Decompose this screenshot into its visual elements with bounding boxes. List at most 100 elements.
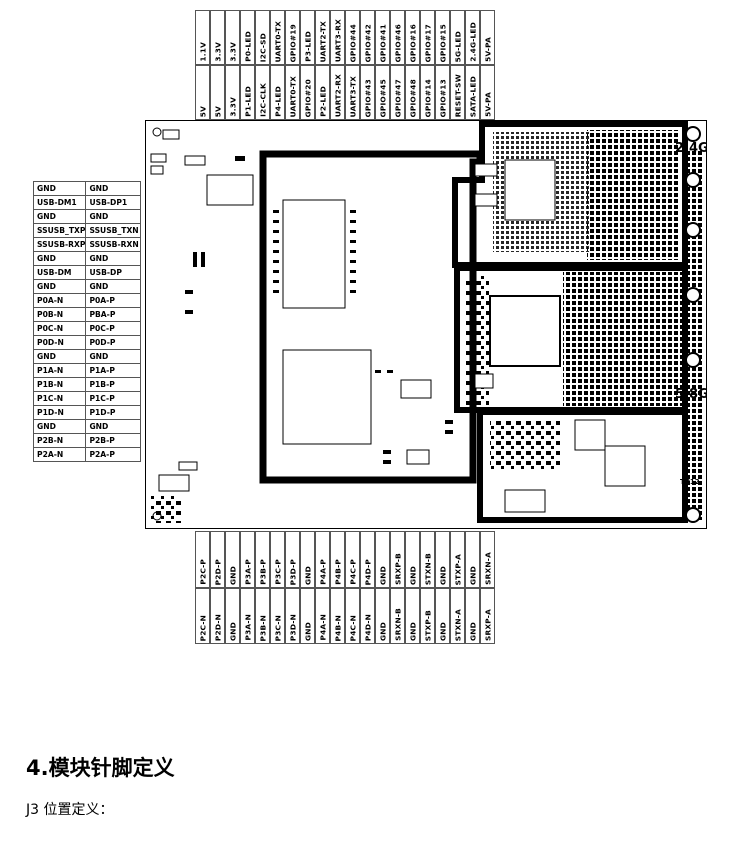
top-pin-label: 5V-PA	[483, 37, 492, 62]
bottom-pin-cell-upper: STXP-A	[450, 531, 465, 588]
top-pin-label: UART3-RX	[333, 18, 342, 62]
top-pin-label: GPIO#17	[423, 23, 432, 62]
left-pin-cell-even: P0D-P	[85, 335, 142, 350]
bottom-pin-label: GND	[438, 622, 447, 641]
top-pin-cell-upper: UART3-RX	[330, 10, 345, 65]
bottom-pin-cell-upper: STXN-B	[420, 531, 435, 588]
bottom-pin-label: SRXP-A	[483, 609, 492, 641]
bottom-pin-cell-lower: GND	[375, 588, 390, 644]
top-pin-label: P0-LED	[243, 31, 252, 62]
bottom-pin-cell-lower: STXN-A	[450, 588, 465, 644]
top-pin-label: 3.3V	[228, 97, 237, 117]
top-pin-cell-lower: GPIO#13	[435, 65, 450, 120]
top-pin-label: UART2-RX	[333, 73, 342, 117]
left-pin-cell-odd: P2A-N	[32, 447, 87, 462]
top-pin-label: GPIO#44	[348, 23, 357, 62]
top-pin-cell-lower: GPIO#43	[360, 65, 375, 120]
bottom-pin-label: P2C-P	[198, 559, 207, 585]
top-pin-cell-upper: UART2-TX	[315, 10, 330, 65]
top-pin-cell-upper: P0-LED	[240, 10, 255, 65]
bottom-pin-cell-upper: GND	[405, 531, 420, 588]
bottom-pin-label: SRXP-B	[393, 553, 402, 585]
bottom-pin-cell-upper: GND	[465, 531, 480, 588]
test-point-label: TP12	[680, 478, 700, 486]
left-pin-cell-odd: P0B-N	[32, 307, 87, 322]
top-pin-cell-lower: UART3-TX	[345, 65, 360, 120]
bottom-pin-cell-upper: GND	[375, 531, 390, 588]
bottom-pin-cell-lower: GND	[225, 588, 240, 644]
left-pin-cell-odd: GND	[32, 419, 87, 434]
left-pin-cell-odd: GND	[32, 251, 87, 266]
top-pin-label: GPIO#47	[393, 78, 402, 117]
top-pin-label: GPIO#48	[408, 78, 417, 117]
left-pin-cell-even: USB-DP1	[85, 195, 142, 210]
top-pin-label: 5V	[198, 105, 207, 117]
bottom-pin-cell-upper: P4A-P	[315, 531, 330, 588]
top-pin-cell-upper: GPIO#46	[390, 10, 405, 65]
top-pin-cell-upper: I2C-SD	[255, 10, 270, 65]
bottom-pin-cell-upper: P2D-P	[210, 531, 225, 588]
bottom-pin-cell-upper: GND	[300, 531, 315, 588]
top-pin-cell-lower: 5V-PA	[480, 65, 495, 120]
top-pin-cell-lower: 5V	[210, 65, 225, 120]
top-pin-label: GPIO#15	[438, 23, 447, 62]
top-pin-label: I2C-CLK	[258, 83, 267, 117]
top-pin-cell-lower: GPIO#14	[420, 65, 435, 120]
bottom-pin-cell-lower: P3C-N	[270, 588, 285, 644]
top-pin-cell-lower: GPIO#20	[300, 65, 315, 120]
bottom-pin-label: GND	[468, 566, 477, 585]
top-pin-label: GPIO#14	[423, 78, 432, 117]
top-pin-cell-lower: GPIO#48	[405, 65, 420, 120]
top-pin-cell-lower: UART2-RX	[330, 65, 345, 120]
bottom-pin-cell-upper: P3A-P	[240, 531, 255, 588]
left-pin-cell-even: USB-DP	[85, 265, 142, 280]
top-pin-label: GPIO#16	[408, 23, 417, 62]
bottom-pin-label: GND	[378, 622, 387, 641]
top-pin-cell-upper: GPIO#17	[420, 10, 435, 65]
top-pin-label: GPIO#45	[378, 78, 387, 117]
top-pin-label: 3.3V	[213, 42, 222, 62]
top-pin-cell-lower: 5V	[195, 65, 210, 120]
top-pin-label: P3-LED	[303, 31, 312, 62]
bottom-pin-label: P4C-P	[348, 559, 357, 585]
bottom-pin-label: GND	[228, 566, 237, 585]
top-pin-label: UART2-TX	[318, 20, 327, 62]
top-pin-label: GPIO#19	[288, 23, 297, 62]
top-pin-cell-lower: P2-LED	[315, 65, 330, 120]
left-pin-cell-even: GND	[85, 251, 142, 266]
bottom-pin-cell-lower: P3B-N	[255, 588, 270, 644]
top-pin-cell-upper: 2.4G-LED	[465, 10, 480, 65]
left-pin-cell-odd: GND	[32, 349, 87, 364]
top-pin-cell-upper: GPIO#41	[375, 10, 390, 65]
top-pin-cell-upper: GPIO#44	[345, 10, 360, 65]
top-pin-cell-upper: 5V-PA	[480, 10, 495, 65]
left-pin-cell-odd: GND	[32, 181, 87, 196]
bottom-pin-label: P3A-P	[243, 559, 252, 585]
bottom-pin-cell-upper: SRXN-A	[480, 531, 495, 588]
top-pin-label: RESET-SW	[453, 73, 462, 117]
top-pin-label: 5V	[213, 105, 222, 117]
bottom-pin-label: P4D-P	[363, 558, 372, 585]
bottom-pin-label: P4B-P	[333, 559, 342, 585]
bottom-pin-cell-lower: SRXN-B	[390, 588, 405, 644]
top-pin-label: GPIO#41	[378, 23, 387, 62]
module-board-drawing: 2.4G 5.8G TP12	[145, 120, 707, 529]
left-pin-cell-even: P2A-P	[85, 447, 142, 462]
bottom-pin-label: P4A-N	[318, 614, 327, 641]
bottom-pin-label: P3A-N	[243, 614, 252, 641]
top-pin-cell-lower: SATA-LED	[465, 65, 480, 120]
bottom-pin-label: P4A-P	[318, 559, 327, 585]
top-pin-label: P2-LED	[318, 86, 327, 117]
left-pin-cell-even: GND	[85, 209, 142, 224]
